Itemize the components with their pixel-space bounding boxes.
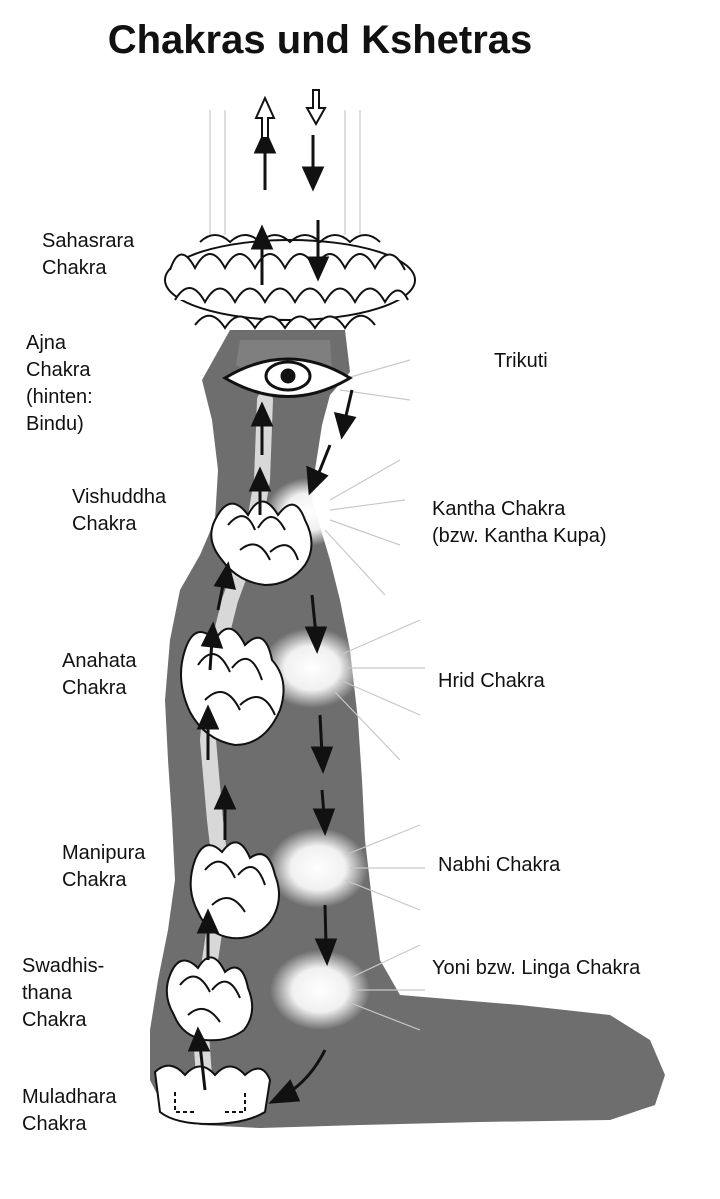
swadhisthana-lotus: [165, 956, 254, 1042]
label-trikuti: Trikuti: [494, 350, 548, 372]
vishuddha-lotus: [210, 500, 313, 587]
yoni-glow: [270, 950, 370, 1030]
label-hrid: Hrid Chakra: [438, 670, 545, 692]
radiating-lines: [209, 110, 425, 1031]
label-muladhara: Muladhara Chakra: [22, 1086, 117, 1135]
diagram-title: Chakras und Kshetras: [107, 18, 533, 62]
kshetra-glows: [262, 478, 370, 1030]
label-sahasrara: Sahasrara Chakra: [42, 230, 135, 279]
ascending-arrows: [187, 128, 277, 1091]
descending-arrows: [268, 135, 357, 1104]
manipura-lotus: [189, 841, 280, 940]
label-vishuddha: Vishuddha Chakra: [72, 486, 167, 535]
outline-arrows: [254, 89, 327, 139]
nabhi-glow: [268, 828, 368, 908]
muladhara-lotus: [153, 1064, 272, 1126]
hrid-glow: [262, 628, 362, 708]
ajna-eye: [222, 357, 353, 398]
label-ajna: Ajna Chakra (hinten: Bindu): [26, 332, 93, 435]
label-kantha: Kantha Chakra (bzw. Kantha Kupa): [432, 498, 607, 547]
sahasrara-lotus: [164, 234, 416, 330]
label-yoni: Yoni bzw. Linga Chakra: [432, 957, 641, 979]
label-manipura: Manipura Chakra: [62, 842, 146, 891]
label-anahata: Anahata Chakra: [62, 650, 137, 699]
label-nabhi: Nabhi Chakra: [438, 854, 561, 876]
label-swadhisthana: Swadhis- thana Chakra: [22, 955, 105, 1031]
